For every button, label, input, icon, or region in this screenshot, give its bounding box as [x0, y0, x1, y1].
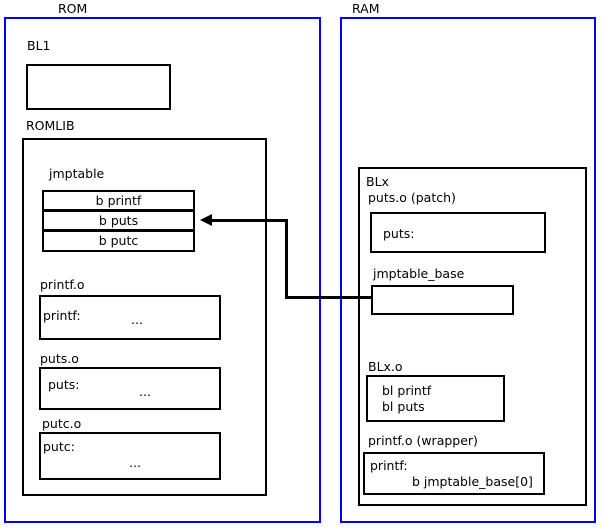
ram-region-title: RAM [352, 1, 380, 16]
printf-wrapper-label: printf.o (wrapper) [368, 433, 478, 448]
putc-o-box: putc: ... [39, 432, 221, 480]
puts-patch-label: puts.o (patch) [368, 190, 456, 205]
blx-o-box: bl printf bl puts [366, 375, 505, 422]
blx-o-line-bl-printf: bl printf [382, 383, 432, 398]
blx-label: BLx [366, 174, 389, 189]
bl1-label: BL1 [27, 38, 51, 53]
jmptable-row-b-puts: b puts [42, 210, 195, 231]
printf-wrapper-box: printf: b jmptable_base[0] [363, 452, 545, 495]
puts-o-label: puts.o [40, 351, 79, 366]
jmptable-base-box [371, 285, 514, 315]
jmptable-base-label: jmptable_base [373, 266, 465, 281]
printf-o-box: printf: ... [39, 295, 221, 340]
puts-patch-symbol: puts: [383, 226, 415, 241]
printf-wrapper-symbol: printf: [370, 458, 408, 473]
puts-o-symbol: puts: [48, 377, 80, 392]
puts-o-box: puts: ... [39, 367, 221, 410]
connector-segment-horizontal-upper [212, 219, 288, 222]
putc-o-ellipsis: ... [129, 455, 141, 470]
rom-region [4, 17, 321, 523]
jmptable-row-b-printf: b printf [42, 190, 195, 211]
bl1-box [26, 64, 171, 110]
jmptable-label: jmptable [49, 166, 105, 181]
puts-patch-box: puts: [370, 212, 546, 253]
connector-arrowhead-icon [200, 214, 212, 226]
ram-region [340, 17, 596, 523]
connector-segment-vertical [285, 219, 288, 299]
printf-wrapper-branch: b jmptable_base[0] [412, 474, 533, 489]
putc-o-label: putc.o [42, 416, 82, 431]
rom-region-title: ROM [58, 1, 88, 16]
puts-o-ellipsis: ... [139, 384, 151, 399]
putc-o-symbol: putc: [43, 439, 75, 454]
printf-o-symbol: printf: [43, 308, 81, 323]
blx-o-line-bl-puts: bl puts [382, 399, 425, 414]
jmptable-row-b-putc: b putc [42, 230, 195, 252]
connector-segment-horizontal-lower [285, 296, 373, 299]
blx-o-label: BLx.o [368, 359, 403, 374]
printf-o-ellipsis: ... [131, 312, 143, 327]
romlib-label: ROMLIB [26, 118, 75, 133]
printf-o-label: printf.o [40, 277, 85, 292]
